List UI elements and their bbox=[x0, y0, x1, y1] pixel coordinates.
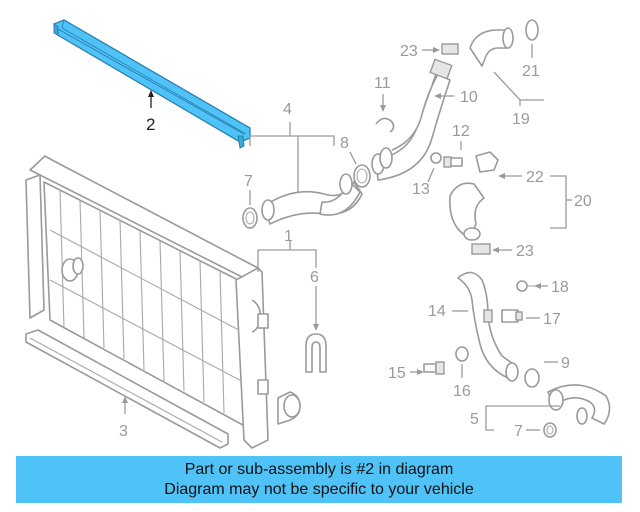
part-9-clamp bbox=[524, 368, 540, 388]
callout-1: 1 bbox=[257, 228, 317, 272]
callout-4: 4 7 8 bbox=[244, 101, 357, 205]
part-16-nut bbox=[455, 346, 469, 362]
part-1-intercooler bbox=[25, 155, 301, 449]
svg-text:10: 10 bbox=[460, 89, 478, 106]
part-3-lower-strip bbox=[25, 329, 229, 449]
svg-text:20: 20 bbox=[574, 193, 592, 210]
part-23-clamp-b bbox=[471, 243, 491, 255]
callout-19-21-23: 23 21 19 bbox=[400, 43, 544, 128]
callout-15-18: 15 16 17 18 bbox=[388, 279, 569, 400]
svg-text:23: 23 bbox=[400, 43, 418, 60]
part-20-hose bbox=[449, 182, 485, 241]
svg-text:18: 18 bbox=[551, 279, 569, 296]
svg-text:15: 15 bbox=[388, 365, 406, 382]
svg-text:23: 23 bbox=[516, 243, 534, 260]
svg-text:21: 21 bbox=[522, 63, 540, 80]
part-7-ring-b bbox=[543, 422, 557, 438]
part-18-screw bbox=[516, 280, 536, 292]
svg-text:12: 12 bbox=[452, 123, 470, 140]
svg-text:19: 19 bbox=[512, 111, 530, 128]
parts-diagram: 2 1 bbox=[25, 19, 611, 449]
callout-10: 10 bbox=[434, 89, 478, 106]
part-10-pipe bbox=[371, 58, 453, 181]
svg-text:22: 22 bbox=[526, 169, 544, 186]
svg-text:5: 5 bbox=[470, 411, 479, 428]
svg-text:9: 9 bbox=[561, 355, 570, 372]
callout-5-7-9: 9 5 7 bbox=[470, 355, 570, 440]
part-21-ring bbox=[525, 19, 539, 41]
part-8-ring bbox=[353, 164, 371, 188]
part-4-hose bbox=[261, 173, 363, 225]
svg-text:14: 14 bbox=[428, 303, 446, 320]
callout-6: 6 bbox=[310, 269, 319, 331]
callout-20-22-23: 22 20 23 bbox=[492, 169, 592, 260]
callout-14: 14 bbox=[428, 303, 468, 320]
svg-text:4: 4 bbox=[283, 101, 292, 118]
svg-text:7: 7 bbox=[244, 173, 253, 190]
info-banner: Part or sub-assembly is #2 in diagram Di… bbox=[16, 456, 622, 503]
part-13-nut bbox=[430, 152, 442, 164]
part-12-bolt bbox=[443, 156, 463, 168]
banner-line-2: Diagram may not be specific to your vehi… bbox=[164, 481, 474, 498]
svg-text:1: 1 bbox=[284, 228, 293, 245]
callout-11: 11 bbox=[374, 75, 391, 112]
svg-text:16: 16 bbox=[453, 383, 471, 400]
svg-text:8: 8 bbox=[340, 135, 349, 152]
part-7-ring-a bbox=[242, 207, 258, 229]
part-17-fitting bbox=[501, 309, 523, 323]
part-11-clip bbox=[375, 117, 395, 133]
svg-text:7: 7 bbox=[514, 423, 523, 440]
svg-text:2: 2 bbox=[146, 115, 155, 134]
svg-text:13: 13 bbox=[412, 181, 430, 198]
banner-line-1: Part or sub-assembly is #2 in diagram bbox=[184, 461, 454, 478]
part-2-seal-strip[interactable] bbox=[53, 19, 251, 149]
part-14-pipe bbox=[457, 271, 519, 382]
svg-text:17: 17 bbox=[543, 311, 561, 328]
callout-2: 2 bbox=[146, 90, 155, 134]
svg-text:6: 6 bbox=[310, 269, 319, 286]
callout-3: 3 bbox=[119, 396, 128, 440]
part-5-hose bbox=[547, 384, 611, 425]
part-15-bolt bbox=[423, 361, 445, 375]
part-23-clamp-a bbox=[441, 43, 459, 55]
part-6-bracket bbox=[305, 333, 327, 373]
svg-text:3: 3 bbox=[119, 423, 128, 440]
callout-12-13: 12 13 bbox=[412, 123, 470, 198]
svg-text:11: 11 bbox=[374, 75, 391, 92]
part-19-hose bbox=[469, 27, 514, 67]
part-22-clamp bbox=[475, 151, 499, 173]
